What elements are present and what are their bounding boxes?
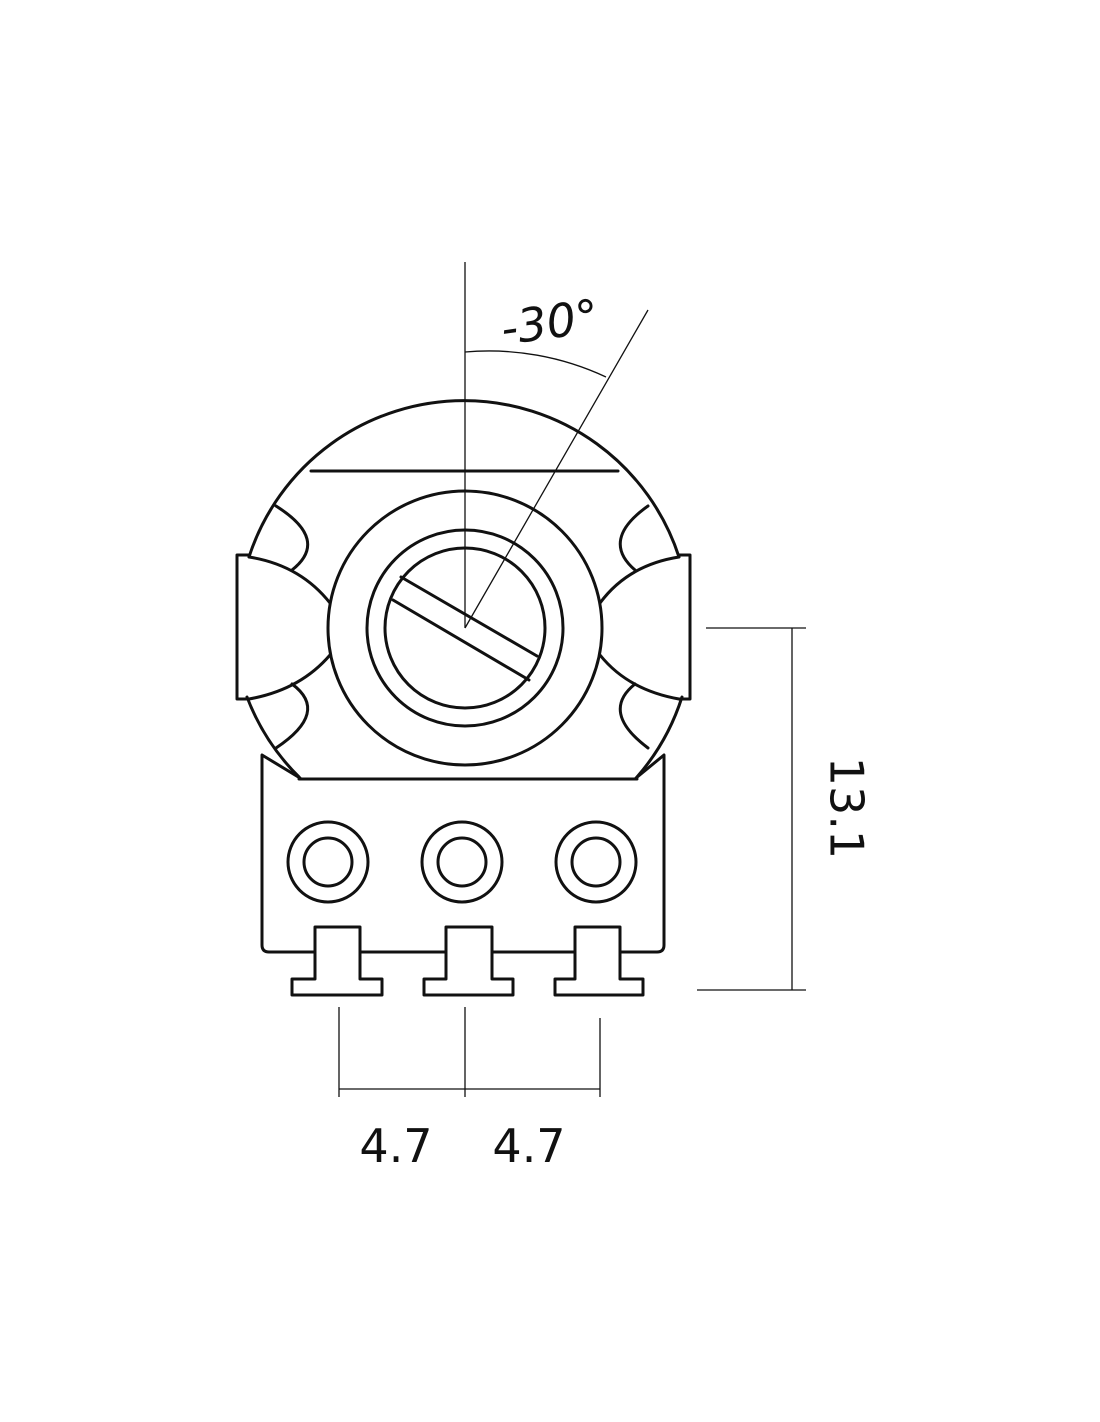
- terminal-hole-left: [286, 820, 370, 904]
- angle-annotation: [464, 262, 649, 629]
- pitch-dimension: [338, 1007, 601, 1097]
- notch-curves: [274, 504, 650, 750]
- height-label: 13.1: [820, 757, 874, 859]
- terminal-pin-right: [553, 925, 645, 997]
- terminal-hole-center: [420, 820, 504, 904]
- adjustment-slot: [391, 575, 539, 682]
- pitch-left-label: 4.7: [359, 1119, 432, 1173]
- angle-label: -30°: [497, 289, 602, 356]
- pitch-right-label: 4.7: [492, 1119, 565, 1173]
- mounting-tab-left: [235, 553, 332, 701]
- terminal-hole-right: [554, 820, 638, 904]
- height-dimension: [697, 627, 806, 991]
- terminal-pin-left: [290, 925, 384, 997]
- angle-arc: [464, 350, 607, 378]
- mounting-tab-right: [598, 553, 692, 701]
- terminal-pin-center: [422, 925, 515, 997]
- angle-reference-line: [464, 309, 649, 629]
- terminal-housing: [260, 753, 666, 954]
